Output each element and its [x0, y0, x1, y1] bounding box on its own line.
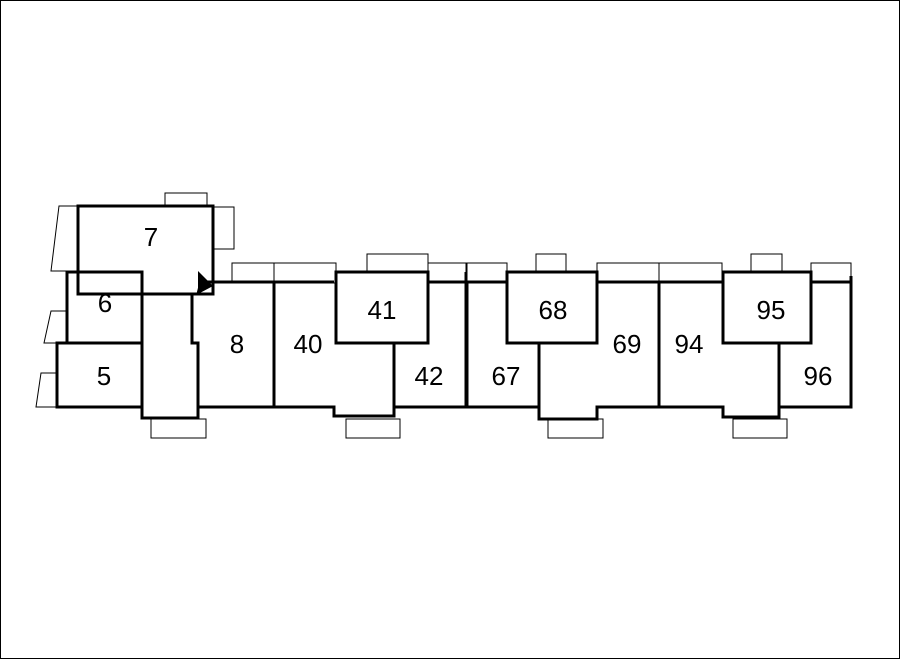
unit-label-95[interactable]: 95 [757, 295, 786, 325]
unit-label-40[interactable]: 40 [294, 329, 323, 359]
room-95-walls [721, 270, 813, 345]
unit-label-68[interactable]: 68 [539, 295, 568, 325]
balcony-top-68 [535, 253, 567, 273]
balcony-top-94 [658, 262, 723, 284]
balcony-side-7 [50, 205, 78, 272]
balcony-top-95 [750, 253, 783, 273]
room-7-walls [76, 204, 215, 296]
balcony-side-5 [35, 372, 57, 408]
unit-label-6[interactable]: 6 [98, 288, 112, 318]
balcony-top-41 [366, 253, 429, 273]
balcony-top-69 [596, 262, 660, 284]
balcony-top-67 [466, 262, 508, 284]
corridor-wall-top [196, 280, 334, 295]
unit-label-67[interactable]: 67 [492, 361, 521, 391]
balcony-top-7 [164, 192, 208, 206]
balcony-bottom-95 [732, 418, 788, 439]
corner-fill [198, 271, 213, 294]
stair-wall-inner-1 [190, 294, 200, 407]
stair-walls-left [140, 276, 853, 421]
balcony-top-96 [810, 262, 852, 284]
unit-label-5[interactable]: 5 [97, 361, 111, 391]
room-68-walls [505, 270, 599, 345]
balcony-bottom-41 [345, 418, 401, 439]
balconies [35, 192, 852, 439]
unit-label-42[interactable]: 42 [415, 361, 444, 391]
balcony-side-6 [43, 310, 67, 344]
unit-label-8[interactable]: 8 [230, 329, 244, 359]
balcony-top-8 [231, 262, 275, 284]
balcony-top-42 [427, 262, 467, 284]
balcony-bottom-68 [547, 418, 604, 439]
room-41-walls [334, 270, 430, 345]
unit-label-41[interactable]: 41 [368, 295, 397, 325]
balcony-bottom-8 [150, 418, 207, 439]
unit-labels: 7 6 5 8 40 41 42 67 68 69 94 95 96 [97, 222, 833, 391]
unit-label-94[interactable]: 94 [675, 329, 704, 359]
unit-label-96[interactable]: 96 [804, 361, 833, 391]
unit-label-7[interactable]: 7 [144, 222, 158, 252]
balcony-right-7 [213, 206, 235, 250]
unit-label-69[interactable]: 69 [613, 329, 642, 359]
balcony-top-40 [273, 262, 337, 284]
walls [55, 204, 853, 421]
